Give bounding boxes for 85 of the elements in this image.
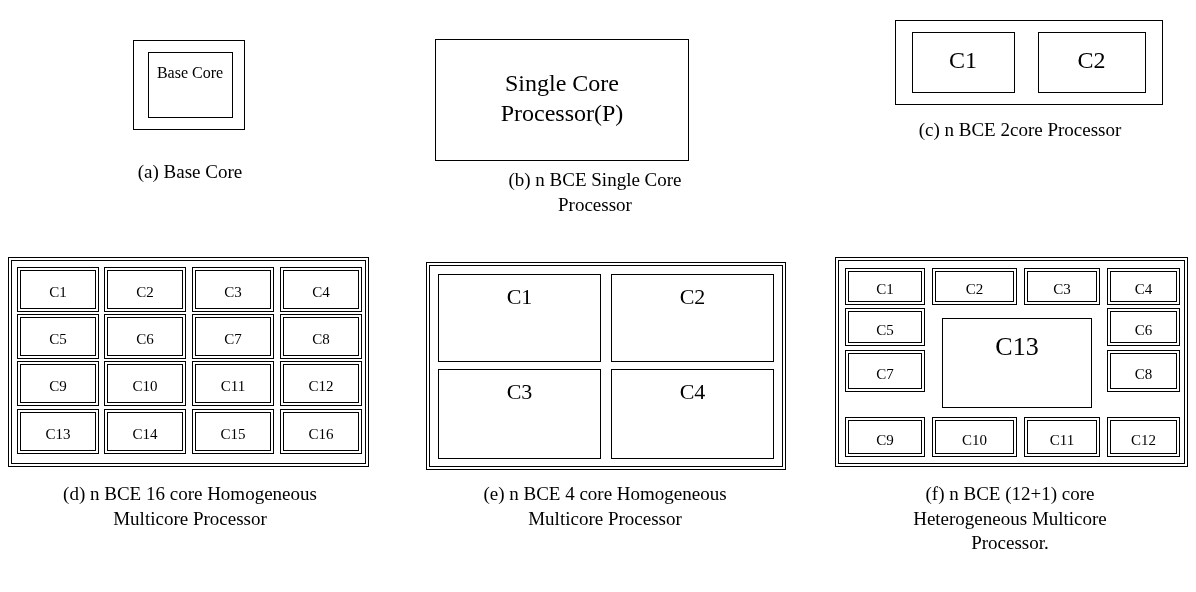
core-label: C6 — [135, 330, 155, 349]
chip-outline — [426, 262, 786, 470]
core-box — [845, 308, 925, 346]
core-box — [1107, 268, 1180, 305]
core-label: C6 — [1133, 321, 1154, 340]
figure-caption: (b) n BCE Single Core Processor — [507, 168, 683, 217]
core-box — [611, 274, 774, 362]
chip-outline — [8, 257, 369, 467]
core-box — [438, 369, 601, 459]
chip-outline — [895, 20, 1163, 105]
figure-caption: (e) n BCE 4 core Homogeneous Multicore Processor — [482, 482, 728, 531]
core-label: C3 — [1052, 280, 1072, 299]
core-box — [845, 268, 925, 305]
core-box — [438, 274, 601, 362]
core-box — [192, 409, 274, 454]
core-box — [104, 267, 186, 312]
core-label: C4 — [678, 378, 707, 406]
core-label: C7 — [875, 365, 895, 384]
core-box — [911, 31, 1015, 93]
processor-box — [435, 39, 689, 161]
core-box — [280, 314, 362, 359]
core-box — [17, 409, 99, 454]
core-box — [1024, 417, 1100, 457]
core-box — [845, 350, 925, 392]
core-box — [280, 361, 362, 406]
core-label: C8 — [1133, 365, 1154, 384]
core-box — [1024, 268, 1100, 305]
core-label: C14 — [131, 425, 159, 444]
core-label: C9 — [48, 377, 68, 396]
core-label: C2 — [1076, 45, 1107, 75]
core-label: Base Core — [155, 62, 225, 83]
figure-caption: (a) Base Core — [136, 160, 244, 184]
core-label: C13 — [994, 331, 1040, 363]
core-box — [17, 267, 99, 312]
core-box — [104, 361, 186, 406]
core-label: C7 — [223, 330, 243, 349]
core-label: C10 — [961, 431, 988, 450]
figure-caption: (d) n BCE 16 core Homogeneous Multicore Processor — [62, 482, 318, 531]
core-label: C16 — [307, 425, 335, 444]
core-box — [932, 268, 1017, 305]
core-box — [1107, 350, 1180, 392]
core-box — [932, 417, 1017, 457]
core-box — [1037, 31, 1146, 93]
core-box — [17, 361, 99, 406]
core-box — [192, 267, 274, 312]
core-label: C5 — [875, 321, 895, 340]
core-label: C11 — [219, 377, 247, 396]
core-box — [1107, 417, 1180, 457]
core-label: C12 — [1130, 431, 1157, 450]
core-box — [280, 267, 362, 312]
figure-caption: (f) n BCE (12+1) core Heterogeneous Multicore Processor. — [912, 482, 1108, 556]
core-label: C2 — [964, 280, 985, 299]
core-label: C12 — [307, 377, 335, 396]
core-label: C4 — [311, 283, 331, 302]
core-box — [192, 314, 274, 359]
core-label: C2 — [678, 283, 707, 311]
core-label: C1 — [875, 280, 895, 299]
core-label: C10 — [131, 377, 159, 396]
figure-caption: (c) n BCE 2core Processor — [917, 118, 1123, 142]
core-label: C1 — [505, 283, 534, 311]
chip-outline — [835, 257, 1188, 467]
core-label: C3 — [505, 378, 534, 406]
core-box — [17, 314, 99, 359]
core-box — [147, 51, 233, 118]
core-label: C8 — [311, 330, 331, 349]
core-box — [1107, 308, 1180, 346]
core-box — [942, 318, 1092, 408]
core-label: C11 — [1048, 431, 1076, 450]
core-label: C13 — [44, 425, 72, 444]
core-box — [845, 417, 925, 457]
core-box — [104, 314, 186, 359]
core-label: C5 — [48, 330, 68, 349]
core-box — [280, 409, 362, 454]
core-box — [104, 409, 186, 454]
core-label: C15 — [219, 425, 247, 444]
core-label: C4 — [1133, 280, 1154, 299]
chip-outline — [133, 40, 245, 130]
core-label: C1 — [948, 45, 978, 75]
core-label: C3 — [223, 283, 243, 302]
core-label: C2 — [135, 283, 155, 302]
core-label: C1 — [48, 283, 68, 302]
core-label: C9 — [875, 431, 895, 450]
core-box — [192, 361, 274, 406]
core-label: Single Core Processor(P) — [499, 69, 625, 128]
core-box — [611, 369, 774, 459]
